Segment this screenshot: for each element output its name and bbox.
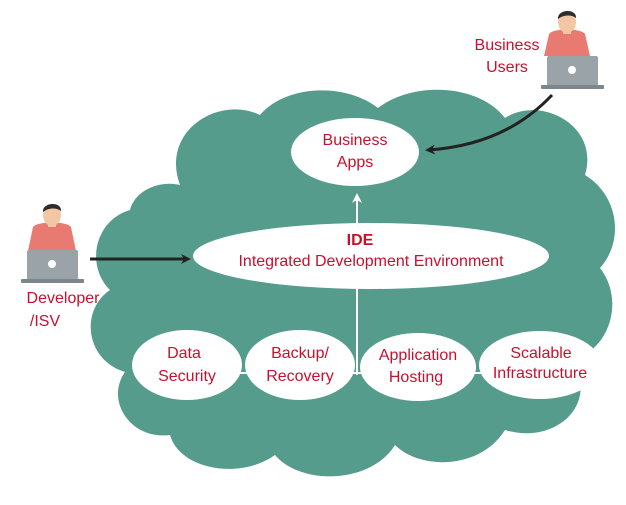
application-hosting-line2: Hosting: [389, 369, 443, 386]
data-security-line2: Security: [158, 368, 216, 385]
ide-subtitle: Integrated Development Environment: [238, 253, 504, 270]
backup-recovery-line1: Backup/: [271, 345, 329, 362]
scalable-infrastructure-node: Scalable Infrastructure: [479, 331, 601, 399]
application-hosting-line1: Application: [379, 347, 457, 364]
business-users-line1: Business: [475, 37, 540, 54]
ide-node: IDE Integrated Development Environment: [193, 223, 549, 289]
scalable-infrastructure-line2: Infrastructure: [493, 365, 587, 382]
arrow-users-to-apps: [425, 93, 554, 155]
business-users-line2: Users: [486, 59, 528, 76]
data-security-node: Data Security: [132, 330, 242, 400]
business-user-icon: [541, 10, 604, 89]
backup-recovery-line2: Recovery: [266, 368, 334, 385]
developer-line2: /ISV: [30, 313, 61, 330]
ide-title: IDE: [347, 232, 374, 249]
developer-line1: Developer: [27, 290, 101, 307]
developer-icon: [21, 203, 84, 283]
scalable-infrastructure-line1: Scalable: [510, 345, 571, 362]
data-security-line1: Data: [167, 345, 201, 362]
backup-recovery-node: Backup/ Recovery: [245, 330, 355, 400]
business-apps-line2: Apps: [337, 154, 373, 171]
application-hosting-node: Application Hosting: [360, 333, 476, 401]
business-apps-node: Business Apps: [291, 118, 419, 186]
business-apps-line1: Business: [323, 132, 388, 149]
